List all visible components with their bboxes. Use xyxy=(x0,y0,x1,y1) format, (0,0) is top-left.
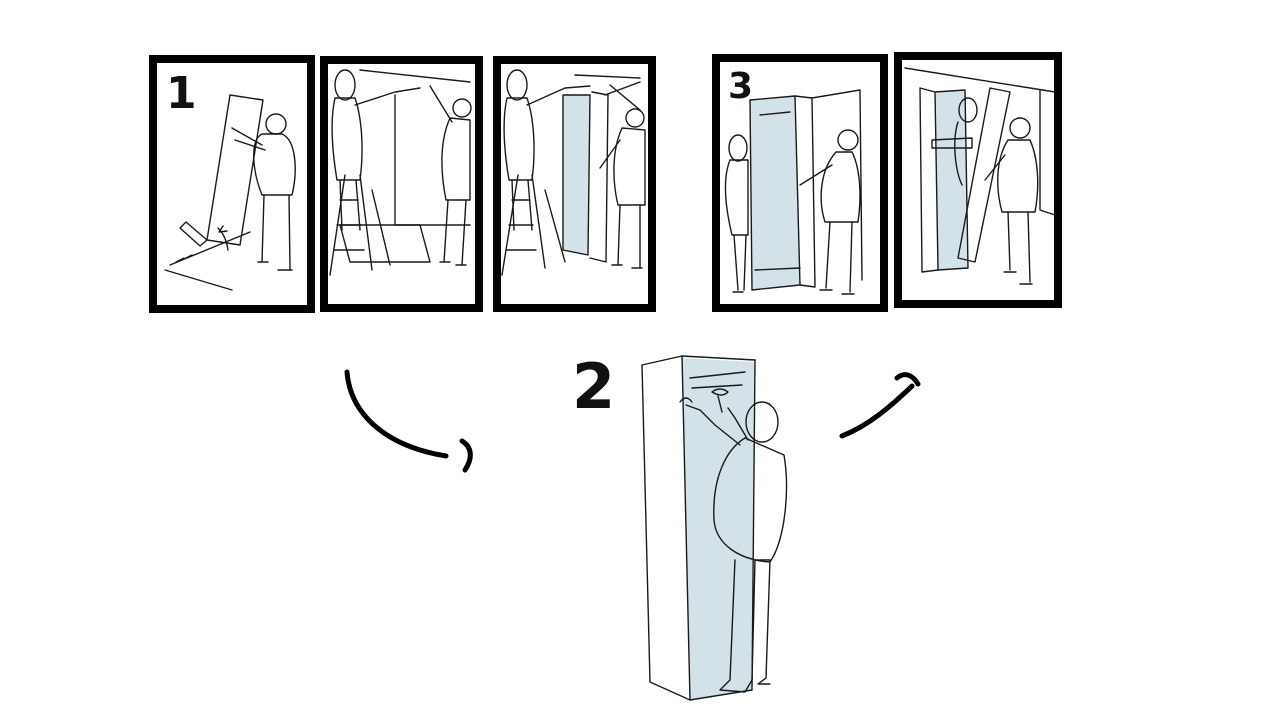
flow-arrow-right xyxy=(839,372,921,439)
step-1-panel-b xyxy=(320,56,483,312)
step-1-panel-a: 1 xyxy=(149,55,315,313)
step-3-panel-a: 3 xyxy=(712,54,888,312)
curved-arrow-icon xyxy=(839,383,915,439)
step-1-panel-c xyxy=(493,56,656,312)
curved-arrow-icon xyxy=(344,369,449,459)
cabinet-panel xyxy=(563,95,590,255)
step-3-panel-b xyxy=(894,52,1062,308)
step-number-2: 2 xyxy=(572,350,615,423)
cabinet-interior xyxy=(682,358,755,700)
step-2-illustration: 2 xyxy=(572,350,788,701)
step-number-3: 3 xyxy=(728,66,753,107)
cabinet-interior xyxy=(935,90,968,270)
cabinet-interior xyxy=(750,96,800,290)
flow-arrow-left xyxy=(344,369,473,473)
step-number-1: 1 xyxy=(166,68,197,119)
